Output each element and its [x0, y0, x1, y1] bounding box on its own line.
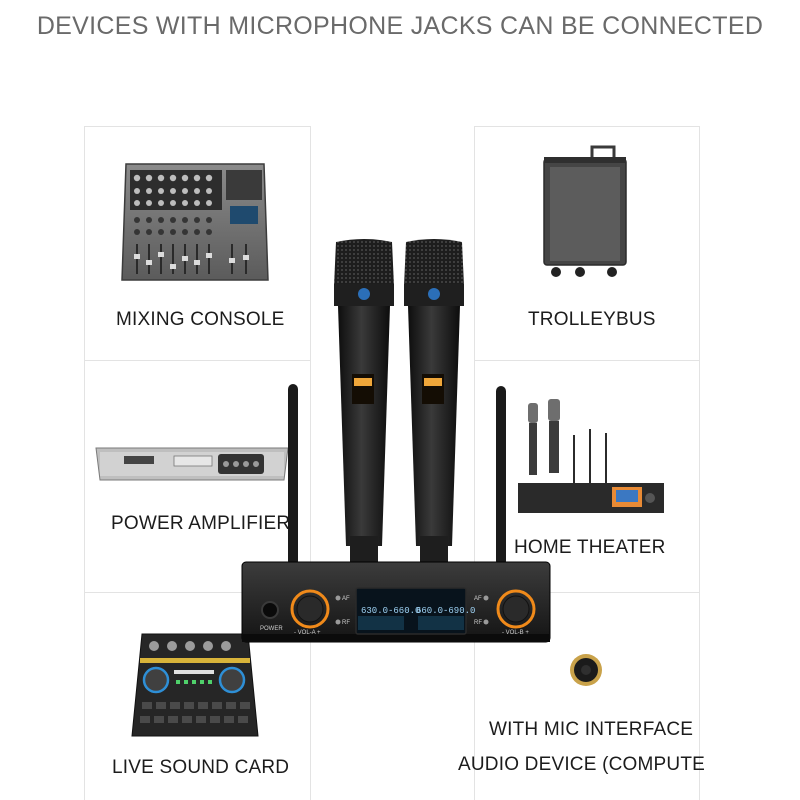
mic-jack-image: [570, 654, 602, 686]
live-sound-card-label: LIVE SOUND CARD: [112, 757, 290, 778]
wireless-mic-system-image: POWER - VOL-A + - VOL-B + AF RF AF RF 63…: [241, 239, 551, 643]
page-headline: DEVICES WITH MICROPHONE JACKS CAN BE CON…: [36, 12, 764, 40]
display-freq-b: 660.0-690.0: [416, 606, 475, 616]
power-amplifier-label: POWER AMPLIFIER: [111, 513, 291, 534]
display-freq-a: 630.0-660.0: [361, 606, 420, 616]
grid-line: [84, 592, 310, 593]
grid-line: [474, 592, 700, 593]
trolley-speaker-image: [543, 145, 627, 277]
grid-line: [84, 360, 310, 361]
audio-device-label-line1: WITH MIC INTERFACE: [489, 719, 694, 740]
grid-line: [474, 126, 700, 127]
mixing-console-image: [121, 163, 269, 281]
vol-b-label: - VOL-B +: [502, 630, 529, 636]
grid-line: [84, 126, 310, 127]
audio-device-label-line2: AUDIO DEVICE (COMPUTE: [458, 754, 705, 775]
power-label: POWER: [260, 626, 283, 632]
grid-line: [699, 126, 700, 800]
grid-line: [310, 126, 311, 800]
home-theater-label: HOME THEATER: [514, 537, 666, 558]
mixing-console-label: MIXING CONSOLE: [116, 309, 285, 330]
power-amplifier-image: [95, 447, 289, 481]
af-label-b: AF: [474, 596, 482, 602]
live-sound-card-image: [131, 633, 259, 737]
grid-line: [474, 126, 475, 800]
microphone-a: [334, 239, 394, 576]
rf-label-a: RF: [342, 620, 350, 626]
rf-label-b: RF: [474, 620, 482, 626]
trolleybus-label: TROLLEYBUS: [528, 309, 656, 330]
grid-line: [474, 360, 700, 361]
grid-line: [84, 126, 85, 800]
microphone-b: [404, 239, 464, 576]
vol-a-label: - VOL-A +: [294, 630, 321, 636]
af-label-a: AF: [342, 596, 350, 602]
home-theater-image: [518, 399, 664, 513]
